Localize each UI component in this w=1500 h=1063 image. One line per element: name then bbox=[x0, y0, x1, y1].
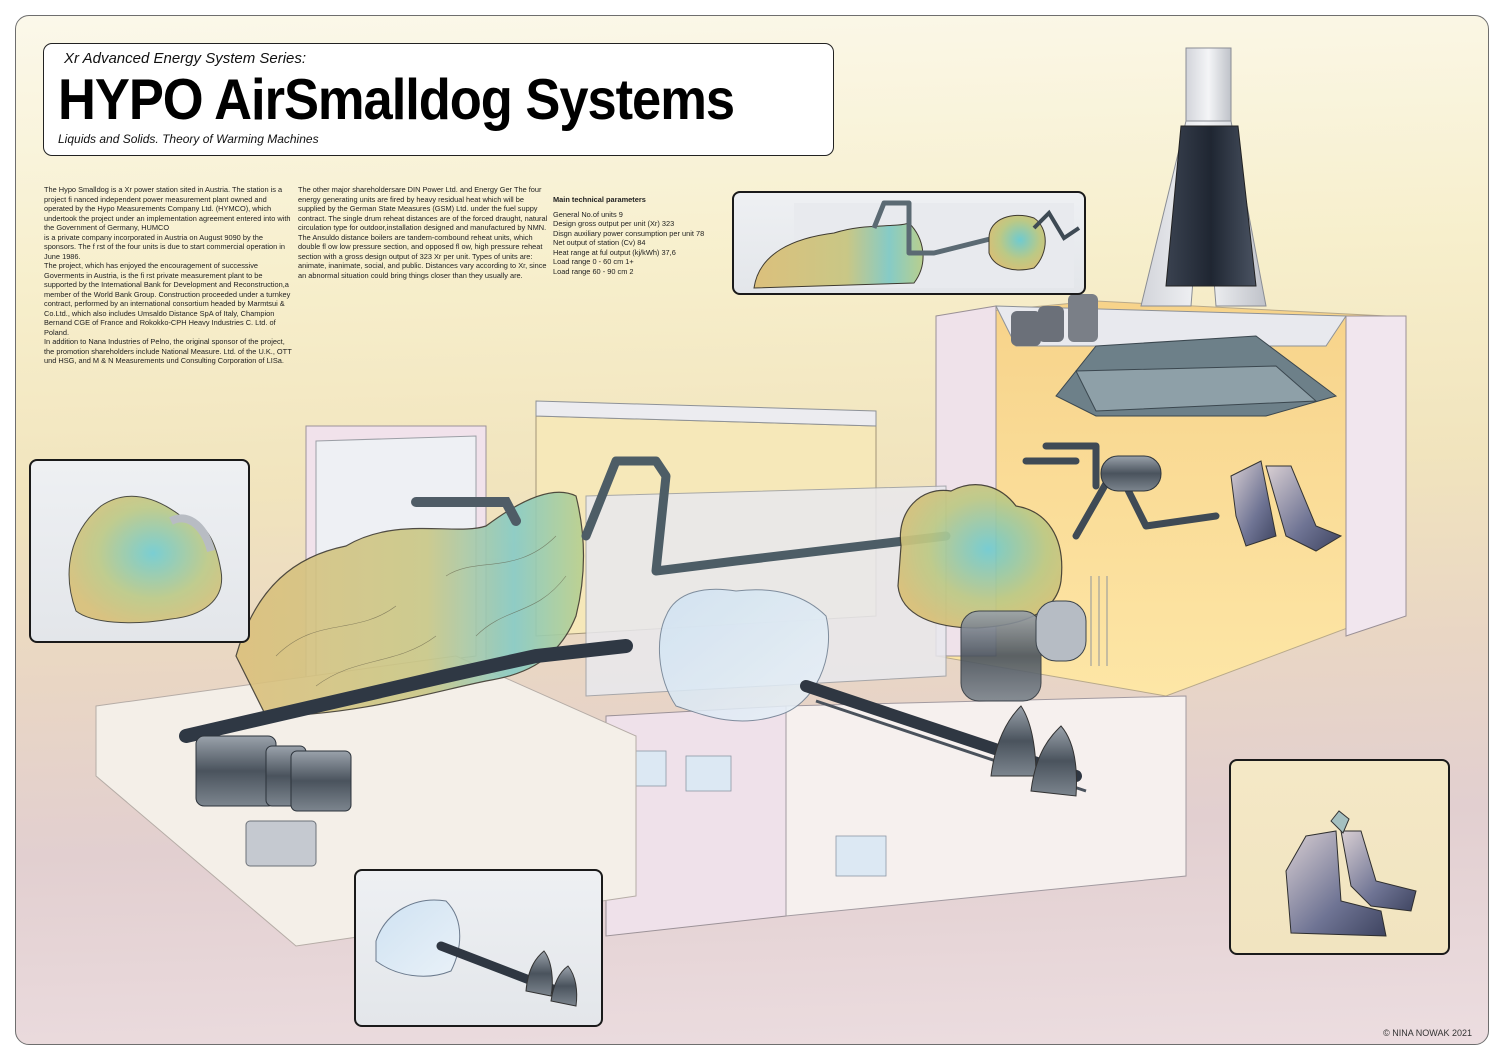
inset-fabric-detail bbox=[29, 459, 250, 643]
parameter-item: General No.of units 9 bbox=[553, 209, 623, 219]
series-label: Xr Advanced Energy System Series: bbox=[64, 50, 307, 67]
parameters-heading: Main technical parameters bbox=[553, 195, 646, 204]
power-plant-illustration bbox=[95, 47, 1407, 947]
left-machinery bbox=[195, 735, 352, 867]
description-column-1: The Hypo Smalldog is a Xr power station … bbox=[44, 185, 292, 366]
inset-pipeline-drawing bbox=[753, 200, 1081, 289]
u-pipe bbox=[581, 456, 951, 576]
paragraph: is a private company incorporated in Aus… bbox=[44, 232, 285, 261]
fabric-texture bbox=[275, 535, 567, 687]
fabric-mass-right bbox=[897, 484, 1063, 629]
poster: Xr Advanced Energy System Series: HYPO A… bbox=[15, 15, 1489, 1045]
parameter-item: Load range 60 - 90 cm 2 bbox=[553, 266, 634, 276]
inset-boot-detail bbox=[1229, 759, 1450, 955]
cloth-mass bbox=[658, 588, 830, 722]
inset-boot-drawing bbox=[1285, 810, 1417, 937]
short-pipe bbox=[411, 497, 521, 526]
technical-parameters: Main technical parameters General No.of … bbox=[553, 195, 743, 276]
paragraph: The Hypo Smalldog is a Xr power station … bbox=[44, 185, 291, 232]
boot-shapes bbox=[1230, 460, 1343, 552]
parameter-item: Net output of station (Cv) 84 bbox=[553, 238, 646, 247]
subtitle: Liquids and Solids. Theory of Warming Ma… bbox=[58, 132, 319, 146]
paragraph: The project, which has enjoyed the encou… bbox=[44, 261, 291, 337]
inset-top-pipeline bbox=[732, 191, 1086, 295]
page-title: HYPO AirSmalldog Systems bbox=[58, 67, 735, 132]
drum bbox=[1100, 455, 1162, 492]
paragraph: In addition to Nana Industries of Pelno,… bbox=[44, 337, 292, 365]
inset-shaft-detail bbox=[354, 869, 603, 1027]
boiler-pipes bbox=[1022, 442, 1220, 540]
shaft-assembly bbox=[800, 680, 1087, 797]
grate-structure bbox=[1055, 335, 1338, 417]
ducts bbox=[960, 576, 1108, 702]
inset-shaft-drawing bbox=[375, 899, 578, 1007]
paragraph: The other major shareholdersare DIN Powe… bbox=[298, 185, 548, 280]
title-box: Xr Advanced Energy System Series: HYPO A… bbox=[43, 43, 834, 156]
parameter-item: Load range 0 - 60 cm 1+ bbox=[553, 257, 634, 266]
main-pipe bbox=[179, 639, 633, 743]
parameter-item: Design gross output per unit (Xr) 323 bbox=[553, 219, 675, 228]
inset-fabric-drawing bbox=[68, 496, 223, 624]
description-column-2: The other major shareholdersare DIN Powe… bbox=[298, 185, 548, 280]
parameter-item: Disgn auxiliary power consumption per un… bbox=[553, 228, 705, 238]
chimney bbox=[1140, 47, 1267, 307]
parameter-item: Heat range at ful output (kj/kWh) 37,6 bbox=[553, 247, 676, 257]
copyright-credit: © NINA NOWAK 2021 bbox=[1383, 1028, 1472, 1038]
